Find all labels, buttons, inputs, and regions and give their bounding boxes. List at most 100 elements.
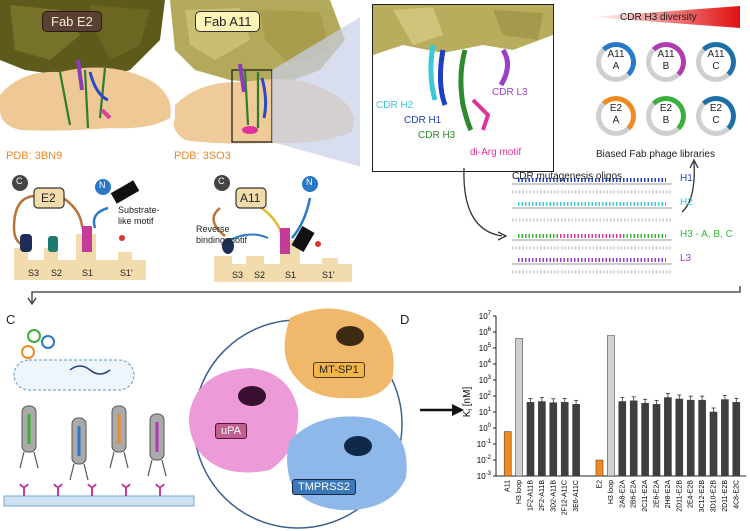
- h3-diversity-title: CDR H3 diversity: [620, 12, 697, 23]
- phage-1: [19, 405, 39, 469]
- x-tick-label: 2A8-E2A: [619, 480, 626, 508]
- a11-s2: S2: [254, 270, 266, 280]
- panel-c-letter: C: [6, 312, 16, 327]
- x-tick-label: A11: [505, 480, 512, 492]
- substrate-like-label: Substrate- like motif: [118, 205, 160, 226]
- oligos-graphic: [463, 158, 699, 274]
- library-a11-b: [646, 42, 686, 82]
- panel-c-phage-graphic: [3, 329, 195, 507]
- y-tick-label: 107: [479, 311, 492, 321]
- library-e2-a-label: E2 A: [609, 103, 623, 126]
- bar-2a8-e2a: [618, 401, 627, 477]
- e2-n-terminus: N: [99, 180, 106, 190]
- bar-3c12-e2b: [698, 399, 706, 477]
- bar-2f2-a11b: [538, 401, 546, 477]
- tmprss2-label: TMPRSS2: [292, 479, 356, 495]
- x-tick-label: 3E6-A11C: [573, 480, 580, 512]
- y-tick-label: 103: [479, 375, 492, 385]
- x-tick-label: 3C12-E2B: [699, 480, 706, 513]
- a11-s1p: S1': [322, 270, 335, 280]
- library-e2-b-label: E2 B: [659, 103, 673, 126]
- chart-ylabel: Ki [nM]: [462, 387, 474, 418]
- x-tick-label: H3 loop: [516, 480, 523, 504]
- bar-h3-loop: [607, 335, 615, 477]
- oligos-title: CDR mutagenesis oligos: [512, 171, 623, 182]
- bar-2e6-e2a: [652, 404, 661, 477]
- y-tick-label: 10-1: [477, 439, 492, 449]
- x-tick-label: 2B6-E2A: [631, 480, 638, 508]
- oligo-h2-label: H2: [680, 197, 693, 208]
- bar-2f12-a11c: [560, 402, 569, 477]
- bar-2d11-e2b: [721, 399, 729, 477]
- library-e2-c: [696, 96, 736, 136]
- panel-b-schematics: [12, 175, 352, 282]
- cdr-zoom-graphic: [373, 5, 553, 132]
- e2-s3: S3: [28, 268, 40, 278]
- e2-c-terminus: C: [16, 176, 23, 186]
- pdb-a11-label: PDB: 3SO3: [174, 150, 231, 162]
- a11-s1: S1: [285, 270, 297, 280]
- y-tick-label: 105: [479, 343, 492, 353]
- x-tick-label: 2E4-E2B: [688, 480, 695, 508]
- library-caption: Biased Fab phage libraries: [596, 149, 715, 160]
- library-a11-a: [596, 42, 636, 82]
- x-tick-label: 2F12-A11C: [562, 480, 569, 515]
- library-e2-b: [646, 96, 686, 136]
- oligo-h1: [512, 178, 672, 185]
- panel-d-letter: D: [400, 312, 410, 327]
- e2-chip-label: E2: [41, 191, 56, 205]
- y-tick-label: 106: [479, 327, 492, 337]
- oligo-h3-label: H3 - A, B, C: [680, 229, 733, 240]
- x-tick-label: 2C11-E2A: [642, 480, 649, 512]
- bar-2d11-e2b: [675, 398, 684, 477]
- bar-3d10-e2b: [709, 411, 718, 477]
- x-tick-label: 3D10-E2B: [711, 480, 718, 513]
- phage-2: [69, 417, 89, 481]
- bar-3d2-a11b: [549, 402, 558, 477]
- y-tick-label: 104: [479, 359, 492, 369]
- x-tick-label: 3D2-A11B: [550, 480, 557, 512]
- library-grid: A11 A A11 B A11 C E2 A E2 B E2 C: [592, 42, 742, 152]
- cdr-zoom-inset: [372, 4, 554, 172]
- x-tick-label: 1F2-A11B: [528, 480, 535, 511]
- bar-e2: [595, 459, 604, 477]
- e2-s1p: S1': [120, 268, 133, 278]
- oligo-h3: [512, 234, 672, 241]
- reverse-binding-label: Reverse binding motif: [196, 224, 248, 245]
- y-tick-label: 102: [479, 391, 492, 401]
- panel-d-protease-graphic: [189, 308, 407, 529]
- bar-1f2-a11b: [526, 402, 535, 477]
- y-tick-label: 10-3: [477, 471, 492, 481]
- chart-x-labels: A11 H3 loop 1F2-A11B 2F2-A11B 3D2-A11B 2F12-A…: [505, 480, 741, 516]
- a11-schematic: [212, 175, 352, 282]
- cdr-h2-label: CDR H2: [376, 100, 414, 111]
- cdr-h3-label: CDR H3: [418, 130, 456, 141]
- library-a11-a-label: A11 A: [607, 49, 625, 72]
- oligo-h2: [512, 202, 672, 209]
- chart-bars: [503, 335, 741, 477]
- library-a11-b-label: A11 B: [657, 49, 675, 72]
- y-tick-label: 10-2: [477, 455, 492, 465]
- x-tick-label: 2F2-A11B: [539, 480, 546, 511]
- fab-e2-label: Fab E2: [42, 11, 102, 32]
- x-tick-label: H3 loop: [608, 480, 615, 504]
- bar-3e6-a11c: [572, 404, 580, 477]
- a11-s3: S3: [232, 270, 244, 280]
- library-e2-a: [596, 96, 636, 136]
- a11-chip-label: A11: [240, 191, 261, 205]
- phage-3: [109, 405, 129, 469]
- library-a11-c-label: A11 C: [707, 49, 725, 72]
- row-connector-arrow: [27, 286, 741, 306]
- bar-4c8-e2c: [732, 402, 741, 477]
- ki-bar-chart: Ki [nM] 10-310-210-110010110210310410510…: [462, 311, 746, 516]
- panel-d-arrow: [420, 404, 464, 416]
- x-tick-label: E2: [597, 480, 604, 489]
- oligo-l3: [512, 258, 672, 265]
- e2-schematic: [12, 175, 146, 280]
- bar-2h8-e2a: [664, 397, 672, 477]
- bar-h3-loop: [515, 338, 523, 477]
- h3-diversity-wedge: [590, 6, 740, 28]
- y-tick-label: 101: [479, 407, 492, 417]
- cdr-l3-label: CDR L3: [492, 87, 528, 98]
